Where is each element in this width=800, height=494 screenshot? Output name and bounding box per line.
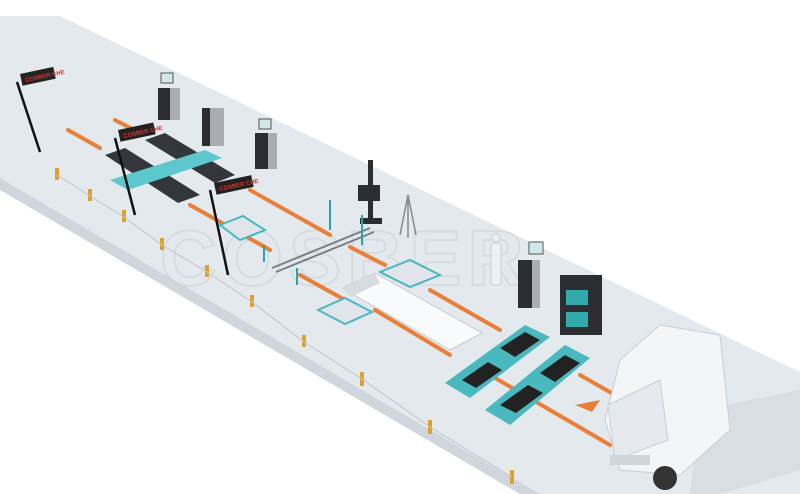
- rail: [271, 227, 371, 269]
- brake-tester: [105, 133, 235, 203]
- headlight-tester: [358, 160, 382, 224]
- console-2: [255, 118, 277, 169]
- rail-2: [275, 231, 375, 273]
- cabinet-2: [560, 275, 602, 335]
- roller-tester-1: [445, 325, 550, 398]
- slip-plate: [217, 214, 268, 242]
- sensor-posts: [263, 200, 363, 285]
- chain: [56, 174, 513, 478]
- mannequin: [490, 233, 502, 286]
- truck: [604, 324, 800, 494]
- lane-markings: [66, 118, 617, 447]
- cabinet-1: [202, 108, 224, 146]
- inspection-pit: [340, 272, 484, 351]
- direction-arrow: [575, 400, 600, 412]
- plate-right: [377, 258, 443, 289]
- roller-tester-2: [485, 345, 590, 425]
- floor-edge: [0, 178, 540, 494]
- console-1: [158, 72, 180, 120]
- console-3: [518, 241, 544, 308]
- floor: [0, 16, 800, 494]
- tripod: [399, 194, 417, 238]
- plate-left: [315, 296, 375, 326]
